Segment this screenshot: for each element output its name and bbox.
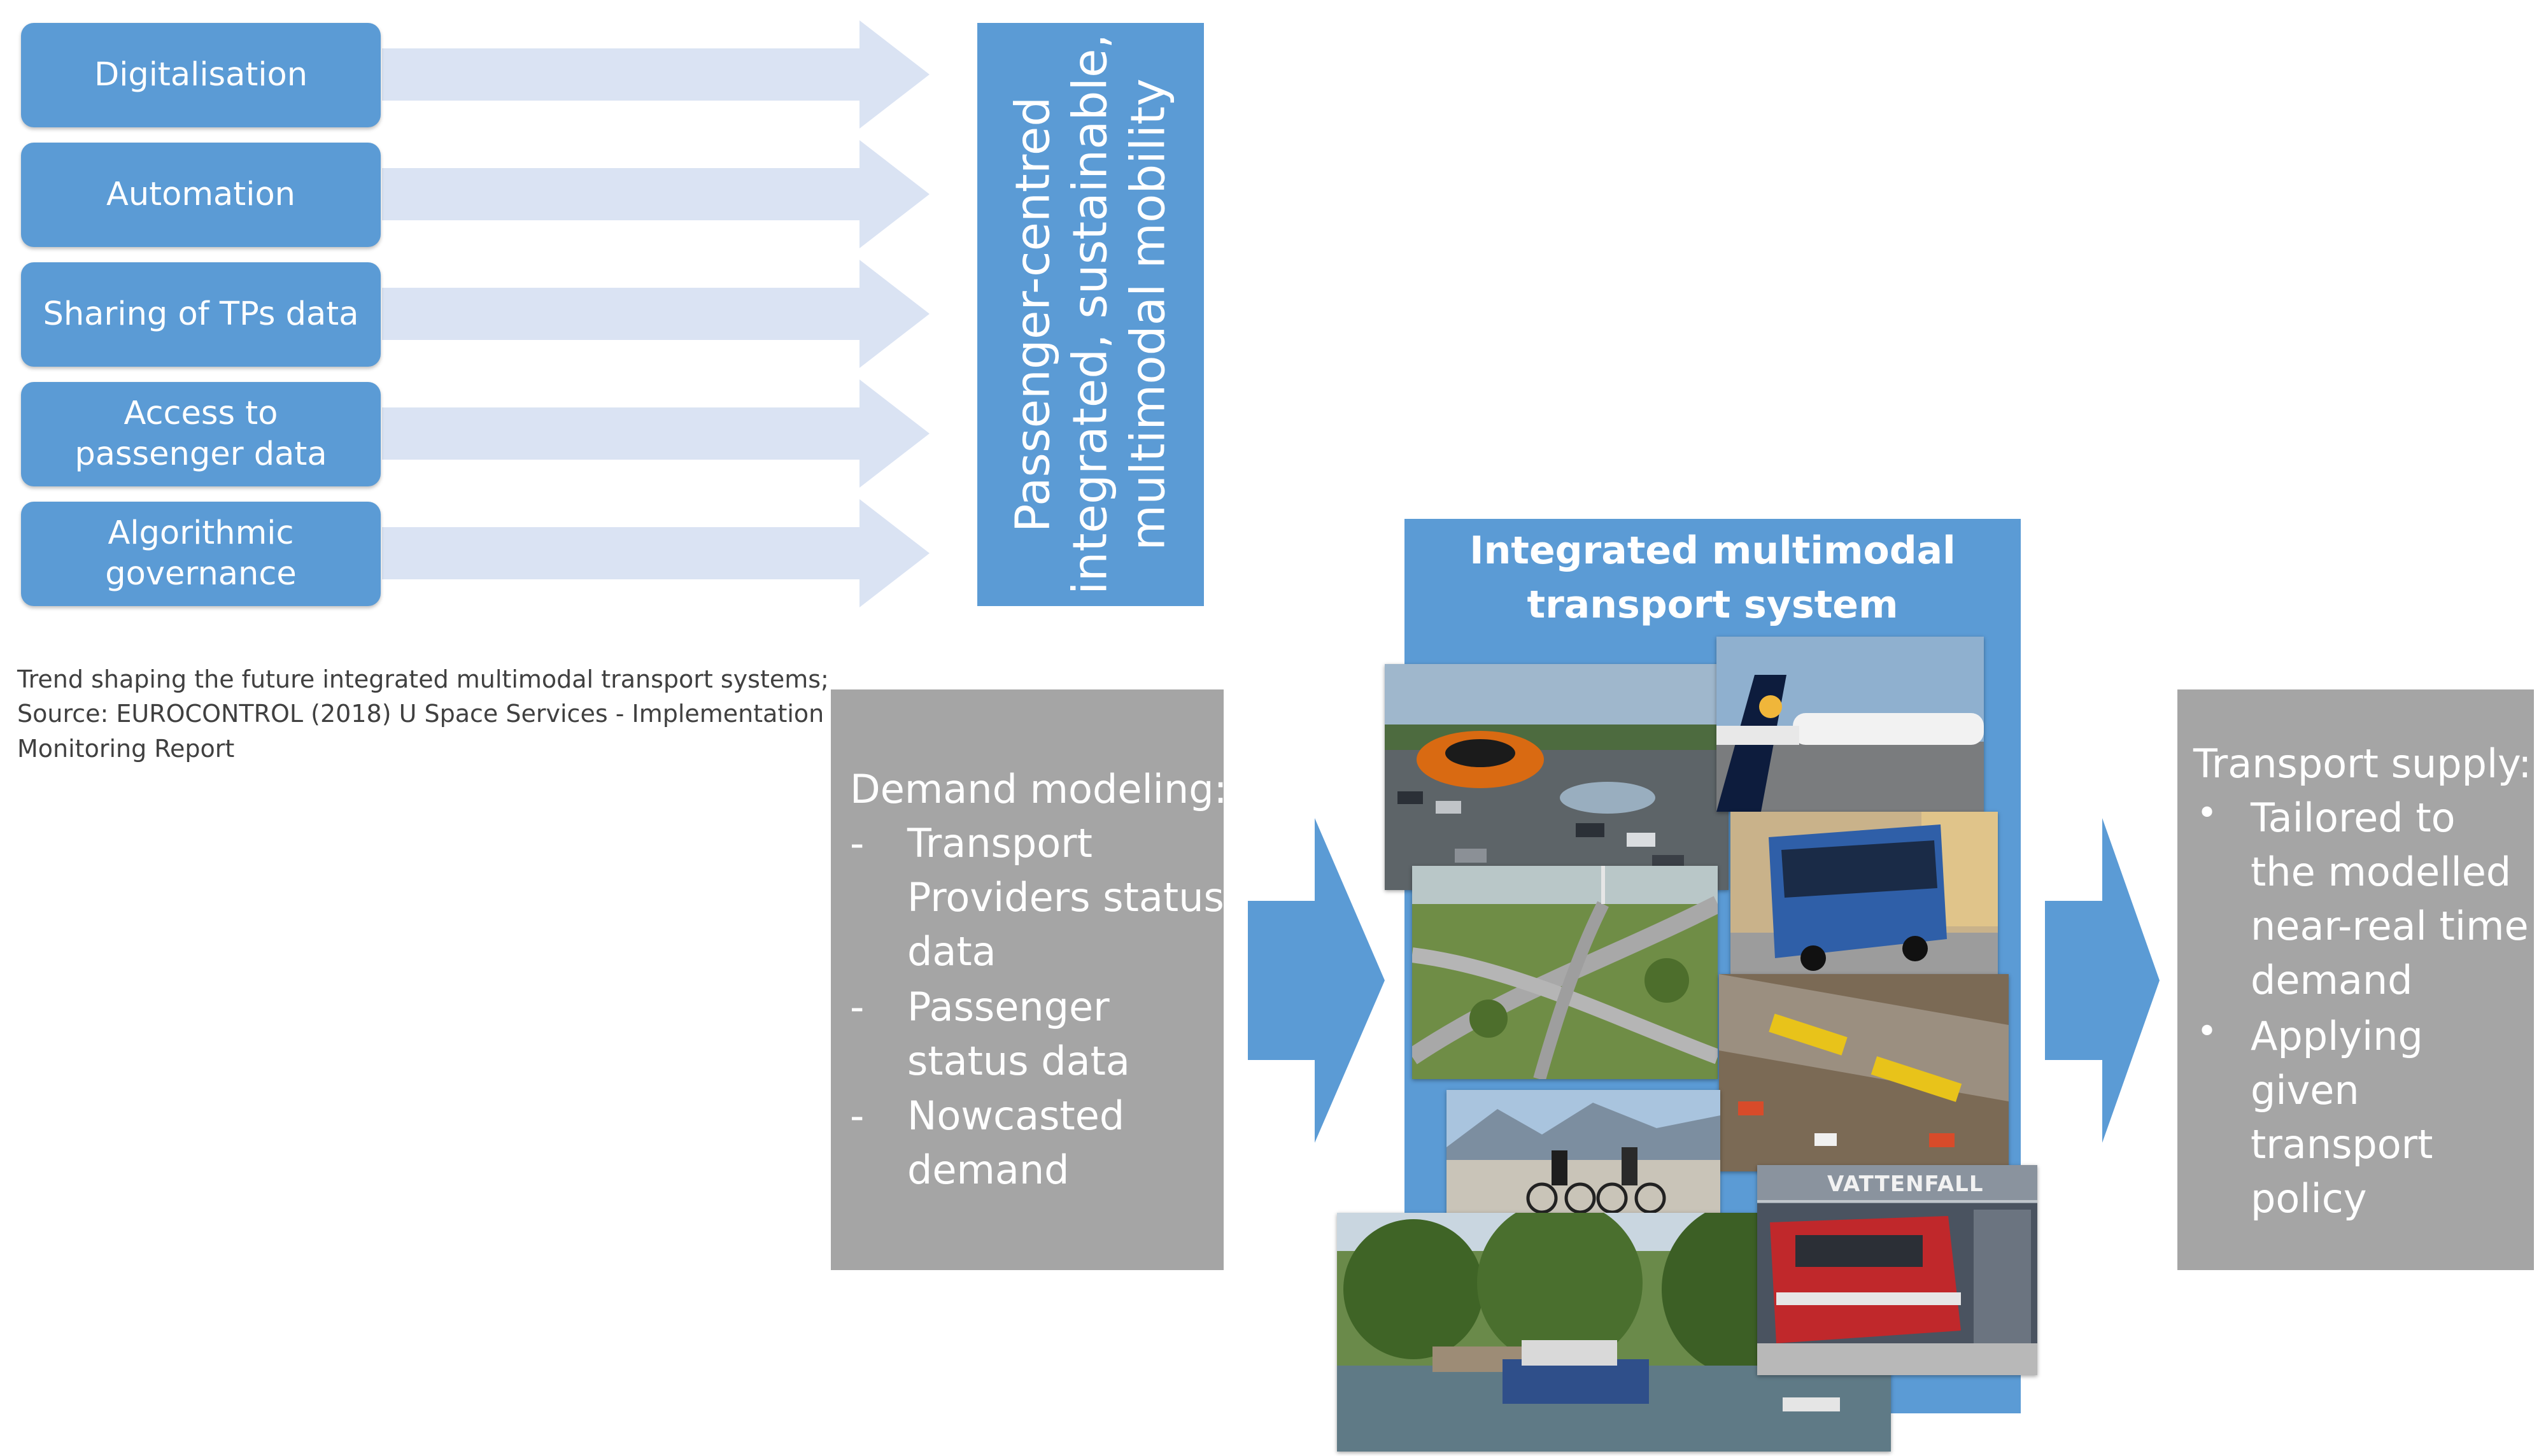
trend-arrow xyxy=(382,140,930,248)
demand-item-line: status data xyxy=(907,1038,1130,1084)
trend-arrow xyxy=(382,379,930,488)
goal-line: integrated, sustainable, xyxy=(1063,33,1118,595)
supply-item-line: Applying xyxy=(2251,1013,2423,1059)
caption-line: Source: EUROCONTROL (2018) U Space Servi… xyxy=(17,700,824,728)
trend-arrow xyxy=(382,20,930,129)
city-traffic-photo xyxy=(1719,974,2009,1171)
trend-label-line: Access to xyxy=(124,395,278,433)
bullet-dot: • xyxy=(2196,793,2218,834)
system-title-line: Integrated multimodal xyxy=(1469,528,1956,573)
supply-item-line: demand xyxy=(2251,957,2413,1003)
trend-arrow xyxy=(382,260,930,368)
cyclists-photo xyxy=(1446,1090,1720,1220)
demand-item-line: Transport xyxy=(907,820,1093,866)
demand-item-line: Nowcasted xyxy=(907,1092,1125,1139)
supply-item-line: policy xyxy=(2251,1175,2367,1222)
airplane-photo xyxy=(1716,637,1984,812)
demand-item-line: Passenger xyxy=(907,984,1110,1030)
goal-box: Passenger-centred integrated, sustainabl… xyxy=(977,23,1204,606)
demand-item-line: Providers status xyxy=(907,874,1224,921)
trend-label: Digitalisation xyxy=(94,56,308,94)
train-photo: VATTENFALL xyxy=(1757,1165,2037,1375)
supply-item-line: Tailored to xyxy=(2251,795,2456,841)
supply-item-line: the modelled xyxy=(2251,849,2512,895)
dash-bullet: - xyxy=(850,984,865,1030)
right-arrow-to-supply xyxy=(2045,818,2160,1143)
trend-arrow xyxy=(382,499,930,607)
trend-access-passenger-data: Access to passenger data xyxy=(21,382,381,486)
supply-item-line: near-real time xyxy=(2251,903,2529,949)
supply-item-line: transport xyxy=(2251,1121,2433,1168)
demand-item-line: demand xyxy=(907,1147,1070,1193)
supply-title: Transport supply: xyxy=(2193,740,2532,787)
trend-label-line: Algorithmic xyxy=(108,514,294,553)
supply-item-line: given xyxy=(2251,1067,2359,1113)
bullet-dot: • xyxy=(2196,1011,2218,1052)
transport-supply-box: Transport supply: • Tailored to the mode… xyxy=(2177,689,2534,1270)
right-arrow-to-system xyxy=(1248,818,1385,1143)
caption-line: Trend shaping the future integrated mult… xyxy=(17,665,829,693)
bus-photo xyxy=(1730,812,1998,977)
caption-line: Monitoring Report xyxy=(17,734,235,763)
trend-sharing-tps-data: Sharing of TPs data xyxy=(21,262,381,367)
trend-automation: Automation xyxy=(21,143,381,247)
flying-car-photo xyxy=(1385,664,1729,890)
trend-label-line: governance xyxy=(105,555,297,593)
goal-text: Passenger-centred integrated, sustainabl… xyxy=(1005,34,1177,595)
demand-item-line: data xyxy=(907,928,996,975)
system-title-line: transport system xyxy=(1527,583,1899,627)
dash-bullet: - xyxy=(850,820,865,866)
trend-label-line: passenger data xyxy=(74,435,327,473)
demand-title: Demand modeling: xyxy=(850,766,1227,812)
ferry-photo xyxy=(1337,1213,1891,1452)
demand-modeling-box: Demand modeling: - Transport Providers s… xyxy=(831,689,1227,1270)
trend-label: Automation xyxy=(106,176,296,214)
system-title: transport system xyxy=(1404,583,2021,627)
trend-digitalisation: Digitalisation xyxy=(21,23,381,127)
trend-label: Sharing of TPs data xyxy=(43,295,359,334)
station-sign: VATTENFALL xyxy=(1827,1171,1984,1197)
dash-bullet: - xyxy=(850,1092,865,1139)
goal-line: multimodal mobility xyxy=(1121,78,1176,551)
figure-caption: Trend shaping the future integrated mult… xyxy=(17,662,845,766)
goal-line: Passenger-centred xyxy=(1005,96,1061,533)
system-title: Integrated multimodal xyxy=(1404,528,2021,573)
trend-algorithmic-governance: Algorithmic governance xyxy=(21,502,381,606)
highway-interchange-photo xyxy=(1412,866,1718,1079)
